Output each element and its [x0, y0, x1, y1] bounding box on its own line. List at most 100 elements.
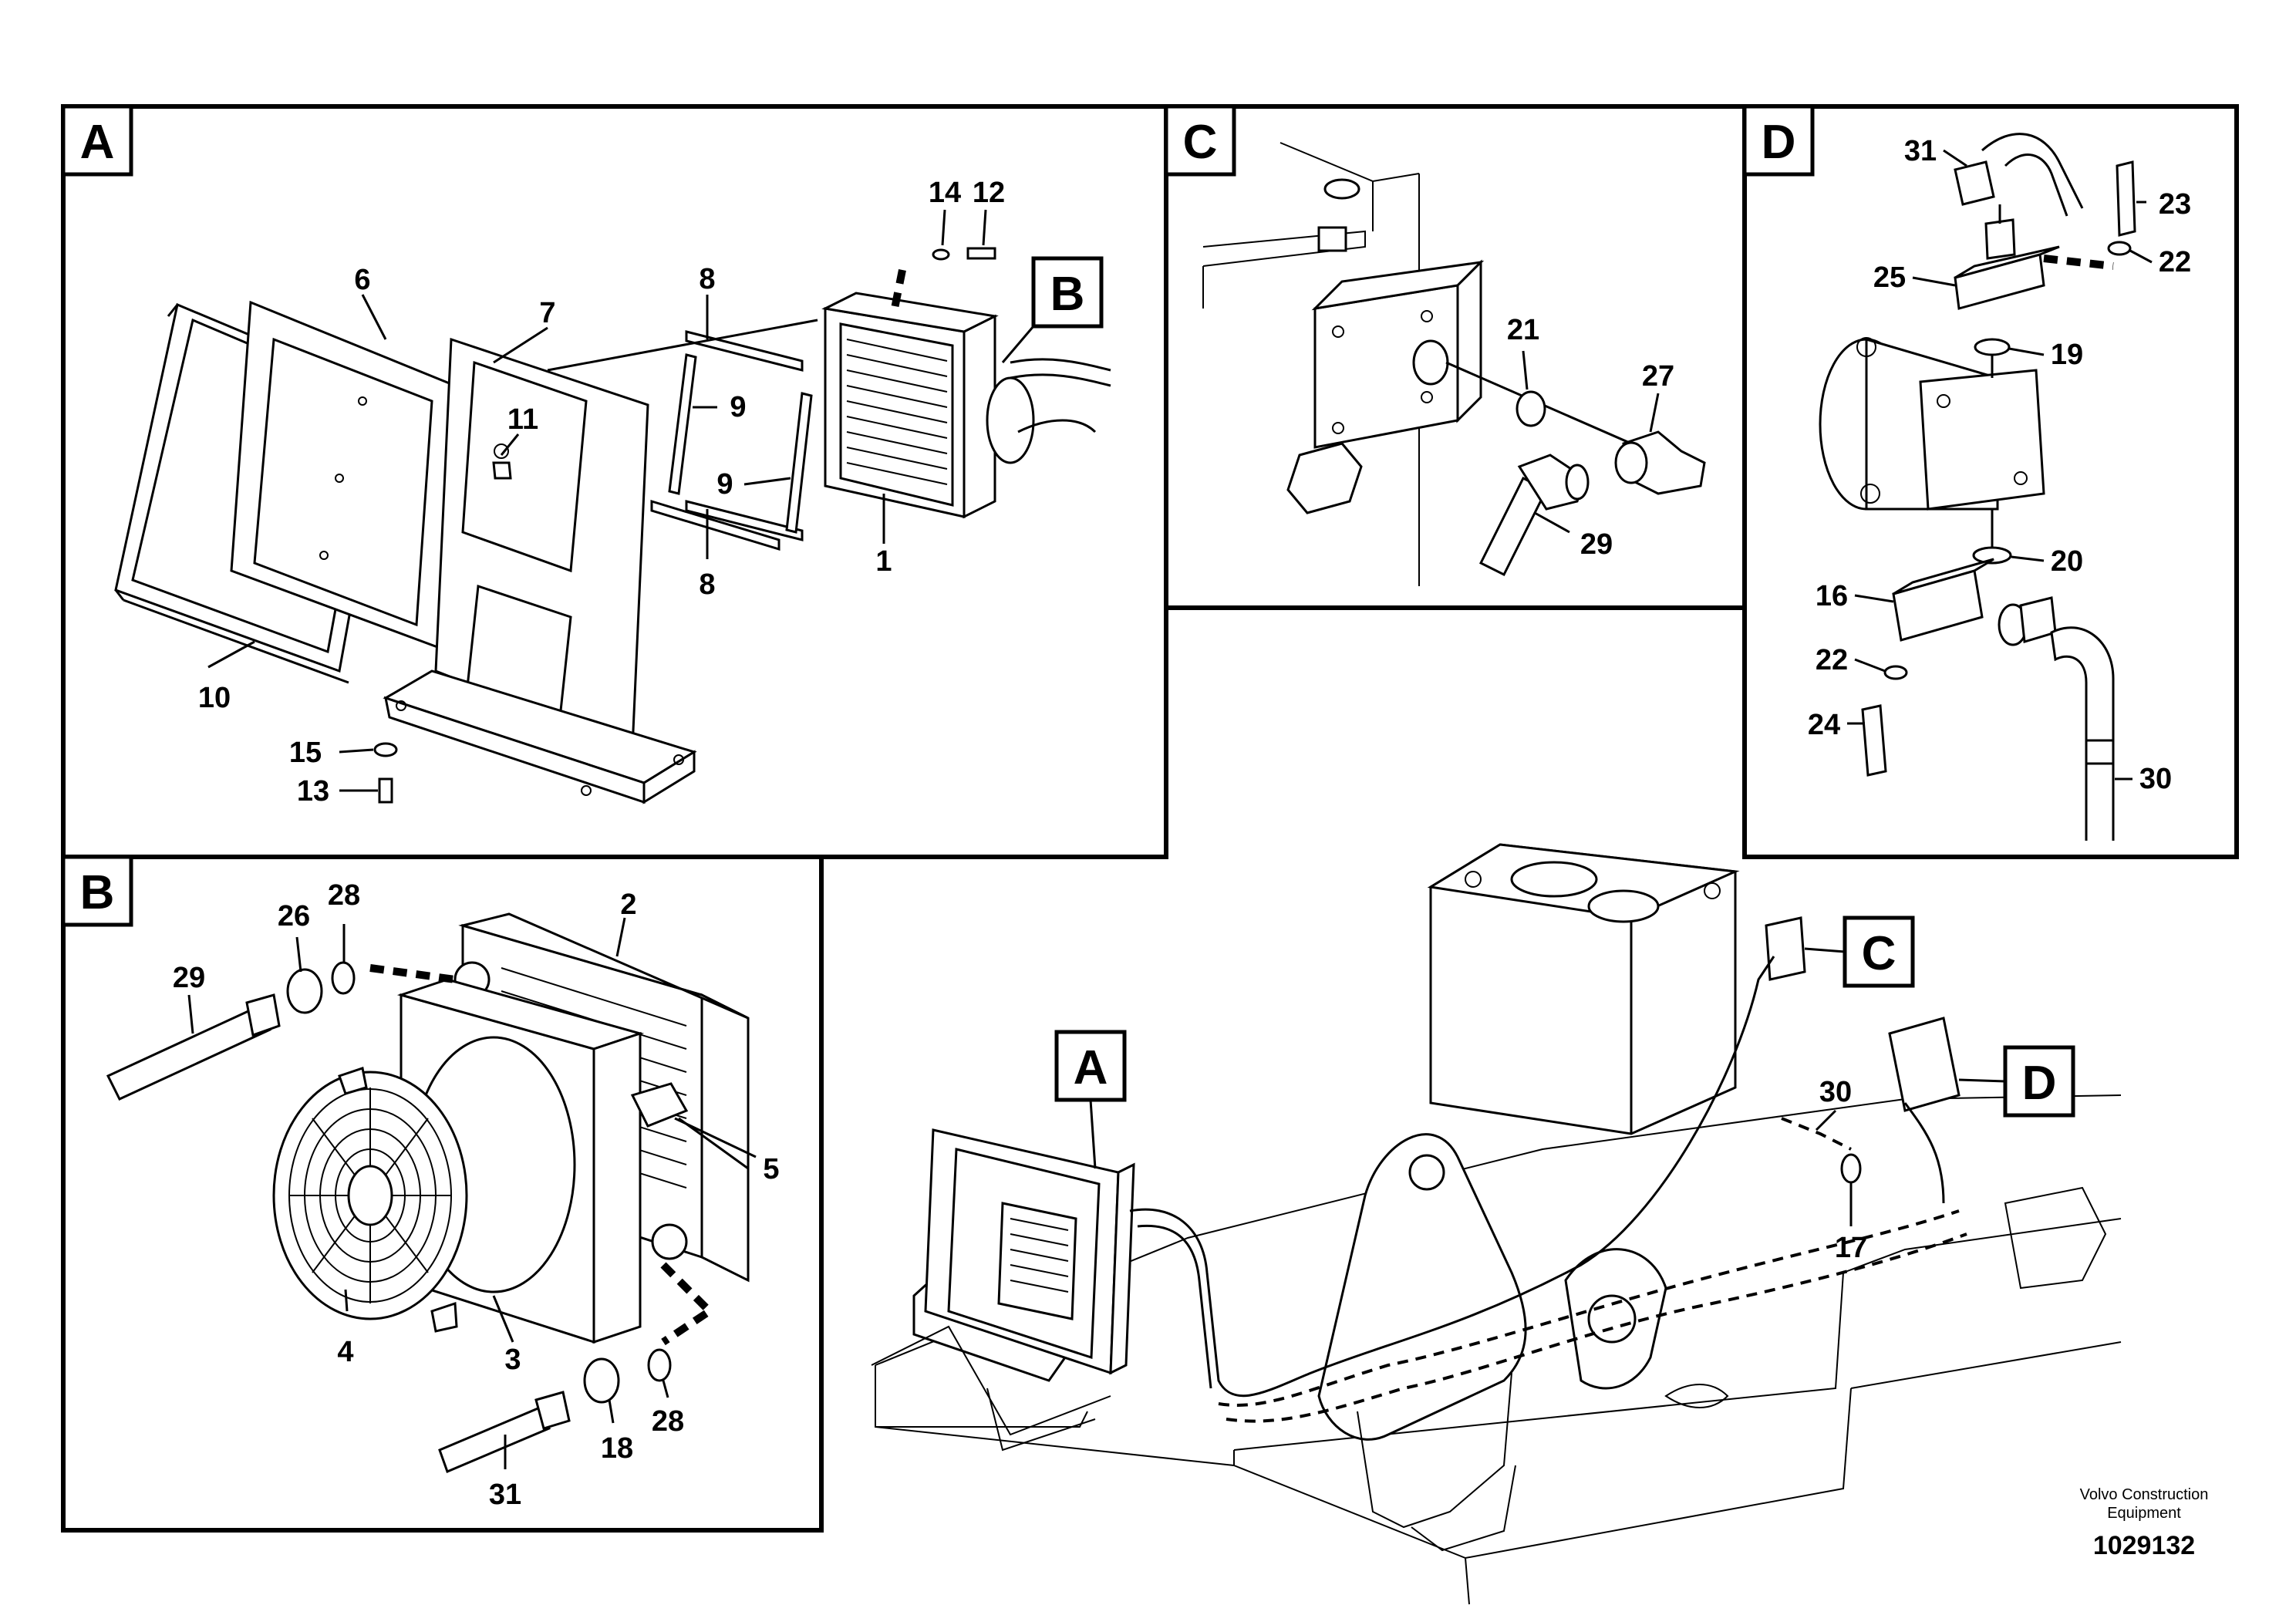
panel-a: A	[61, 104, 1168, 859]
bolt-path	[891, 269, 906, 309]
dash-path-d	[2043, 255, 2114, 270]
label-2: 2	[620, 889, 636, 921]
leader-19	[2008, 347, 2045, 356]
leader-7	[493, 326, 548, 364]
leader-4	[344, 1289, 349, 1312]
hose-dashed-3	[1781, 1117, 1852, 1151]
fan-tab-top	[338, 1067, 368, 1095]
panel-a-tag-box	[61, 104, 133, 177]
manufacturer-line-1: Volvo Construction	[2080, 1486, 2209, 1503]
bolt-12	[966, 247, 996, 260]
washer-14	[932, 248, 950, 261]
o-ring-19	[1974, 338, 2011, 356]
label-26: 26	[278, 900, 310, 932]
oil-cooler-1	[821, 292, 1111, 519]
callout-d-tag: D	[2022, 1057, 2057, 1110]
leader-25	[1912, 276, 1956, 287]
label-25: 25	[1873, 261, 1906, 294]
hose-31-d	[1954, 133, 2084, 260]
hose-29-c	[1478, 454, 1590, 577]
fan-tab-bottom	[430, 1301, 458, 1333]
label-17: 17	[1835, 1232, 1867, 1264]
leader-26	[295, 936, 302, 973]
fitting-17	[1840, 1153, 1862, 1184]
washer-15	[373, 742, 398, 757]
leader-27	[1649, 393, 1660, 433]
leader-11	[500, 433, 520, 456]
panel-c-tag: C	[1183, 116, 1218, 169]
leader-9b	[743, 477, 791, 486]
block-25-top	[1954, 245, 2060, 279]
gasket-strips-8-9	[650, 330, 813, 551]
label-31: 31	[489, 1479, 521, 1511]
label-22-top: 22	[2159, 246, 2191, 278]
label-29: 29	[173, 962, 205, 994]
drawing-number: 1029132	[2093, 1531, 2195, 1560]
label-11: 11	[507, 403, 538, 436]
leader-31-d	[1943, 149, 1967, 167]
bolt-11	[492, 461, 512, 480]
boom-bracket	[1317, 1133, 1667, 1552]
callout-b-box	[1031, 256, 1104, 329]
label-28-top: 28	[328, 879, 360, 912]
label-20: 20	[2051, 545, 2083, 578]
hose-31-nut	[534, 1391, 571, 1430]
callout-d-leader	[1958, 1078, 2006, 1083]
pump-main	[1888, 1017, 1961, 1112]
manufacturer-line-2: Equipment	[2107, 1505, 2181, 1522]
panel-a-tag: A	[80, 116, 115, 169]
hose-31	[438, 1406, 551, 1474]
pump-body	[1819, 337, 2045, 511]
callout-c-tag: C	[1862, 927, 1896, 980]
label-5: 5	[763, 1153, 779, 1185]
leader-30-main	[1815, 1109, 1837, 1131]
leader-2	[615, 917, 626, 957]
tank-opening-2	[1587, 889, 1660, 923]
callout-c-leader	[1804, 947, 1846, 953]
panel-c-tag-box	[1164, 104, 1236, 177]
label-3: 3	[504, 1344, 521, 1376]
hose-dashed-2	[1226, 1233, 1967, 1423]
frame-structure-c	[1202, 142, 1694, 586]
label-28-bottom: 28	[652, 1405, 684, 1438]
panel-b-tag-box	[61, 855, 133, 927]
hose-main-d	[1903, 1102, 1945, 1204]
label-9-lower: 9	[716, 468, 733, 501]
connector-5	[630, 1082, 757, 1158]
label-14: 14	[929, 177, 961, 209]
hose-dashed-1	[1218, 1209, 1960, 1407]
panel-d: D	[1742, 104, 2239, 859]
leader-29	[187, 994, 194, 1034]
tank-opening-1	[1510, 861, 1598, 898]
dashed-path-bottom	[660, 1262, 716, 1346]
leader-16	[1854, 594, 1894, 603]
leader-29-c	[1534, 511, 1570, 534]
label-30-d: 30	[2139, 763, 2172, 795]
label-30-main: 30	[1819, 1076, 1852, 1108]
label-24: 24	[1808, 709, 1840, 741]
hose-main-upper	[1129, 956, 1775, 1398]
label-15: 15	[289, 737, 322, 769]
washer-22-top	[2107, 241, 2132, 256]
tank	[1427, 843, 1740, 1135]
hose-31-fittings	[438, 1262, 716, 1474]
leader-14	[941, 209, 946, 246]
leader-6	[361, 294, 387, 340]
label-29-c: 29	[1580, 528, 1613, 561]
o-ring-28-top	[331, 961, 356, 995]
label-9-upper: 9	[730, 391, 746, 423]
main-assembly-view: A C D 30 17	[871, 843, 2122, 1605]
leader-22-bottom	[1854, 658, 1886, 673]
label-31-d: 31	[1904, 135, 1937, 167]
leader-15	[339, 748, 374, 754]
leader-7-extend	[547, 319, 818, 372]
fan-shroud-3	[396, 978, 645, 1344]
leader-3	[492, 1295, 514, 1343]
stand-bracket-7	[383, 337, 697, 804]
fan-4	[272, 1067, 468, 1333]
label-8-top: 8	[699, 263, 715, 295]
label-18: 18	[601, 1432, 633, 1465]
fasteners-a	[373, 247, 996, 804]
leader-20	[2011, 555, 2045, 562]
